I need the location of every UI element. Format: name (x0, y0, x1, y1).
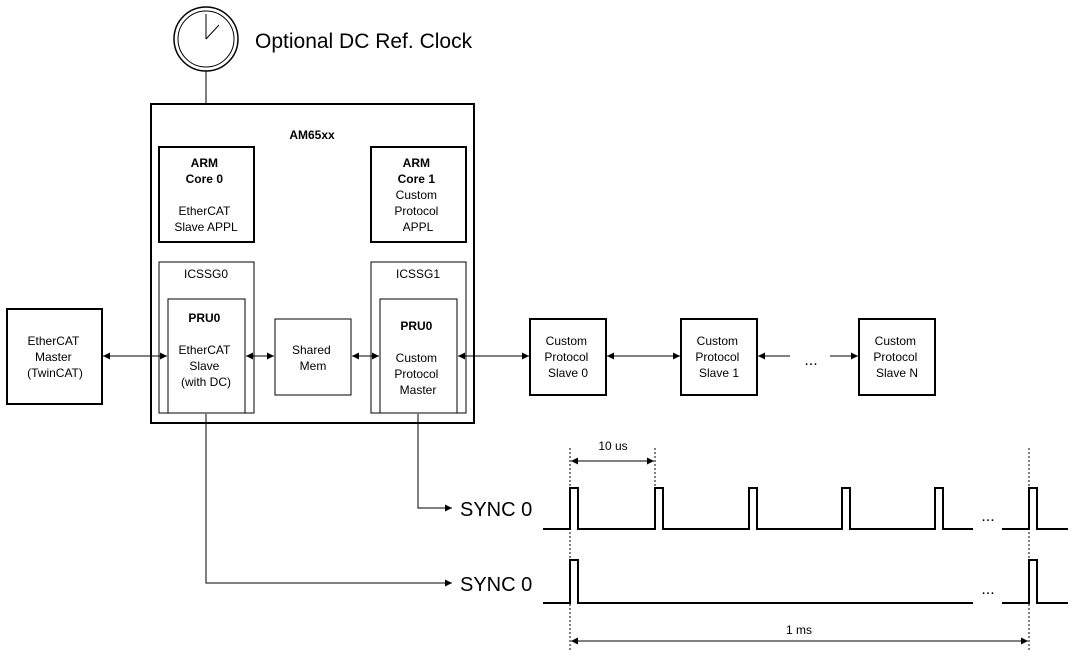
timing-guides (569, 448, 1030, 650)
period-large-label: 1 ms (786, 623, 812, 637)
icssg1-label: ICSSG1 (396, 267, 440, 281)
arm-core1-text: ARM Core 1 Custom Protocol APPL (394, 156, 441, 234)
slave1-box (680, 318, 758, 396)
sync-bottom-ellipsis: ... (981, 581, 994, 598)
sync-top-route (417, 414, 452, 512)
sync-top-waveform (543, 487, 1068, 530)
clock-icon (173, 6, 239, 72)
ethercat-master-box (6, 308, 103, 405)
sync-bottom-waveform (543, 559, 1068, 604)
pru0-right-box (379, 298, 458, 414)
clock-label: Optional DC Ref. Clock (255, 30, 473, 53)
sync-bottom-route (205, 414, 452, 587)
sync-top-ellipsis: ... (981, 508, 994, 525)
sync-bottom-label: SYNC 0 (460, 574, 532, 596)
arm-core0-box (158, 146, 255, 243)
icssg0-label: ICSSG0 (184, 267, 228, 281)
slave0-text: Custom Protocol Slave 0 (544, 334, 591, 380)
chain-ellipsis: ... (804, 352, 817, 369)
arm-core0-text: ARM Core 0 EtherCAT Slave APPL (174, 156, 238, 234)
ethercat-master-text: EtherCAT Master (TwinCAT) (27, 334, 83, 380)
pru0-left-box (167, 298, 246, 414)
pru0-right-text: PRU0 Custom Protocol Master (394, 319, 441, 397)
shared-mem-text: Shared Mem (292, 343, 334, 373)
slave0-box (529, 318, 607, 396)
pru0-left-text: PRU0 EtherCAT Slave (with DC) (179, 311, 234, 389)
arm-core1-box (370, 146, 467, 243)
slaveN-box (858, 318, 936, 396)
slave1-text: Custom Protocol Slave 1 (695, 334, 742, 380)
period-small-label: 10 us (598, 439, 627, 453)
sync-top-label: SYNC 0 (460, 499, 532, 521)
soc-label: AM65xx (289, 128, 335, 142)
slaveN-text: Custom Protocol Slave N (873, 334, 920, 380)
shared-mem-box (274, 318, 352, 396)
